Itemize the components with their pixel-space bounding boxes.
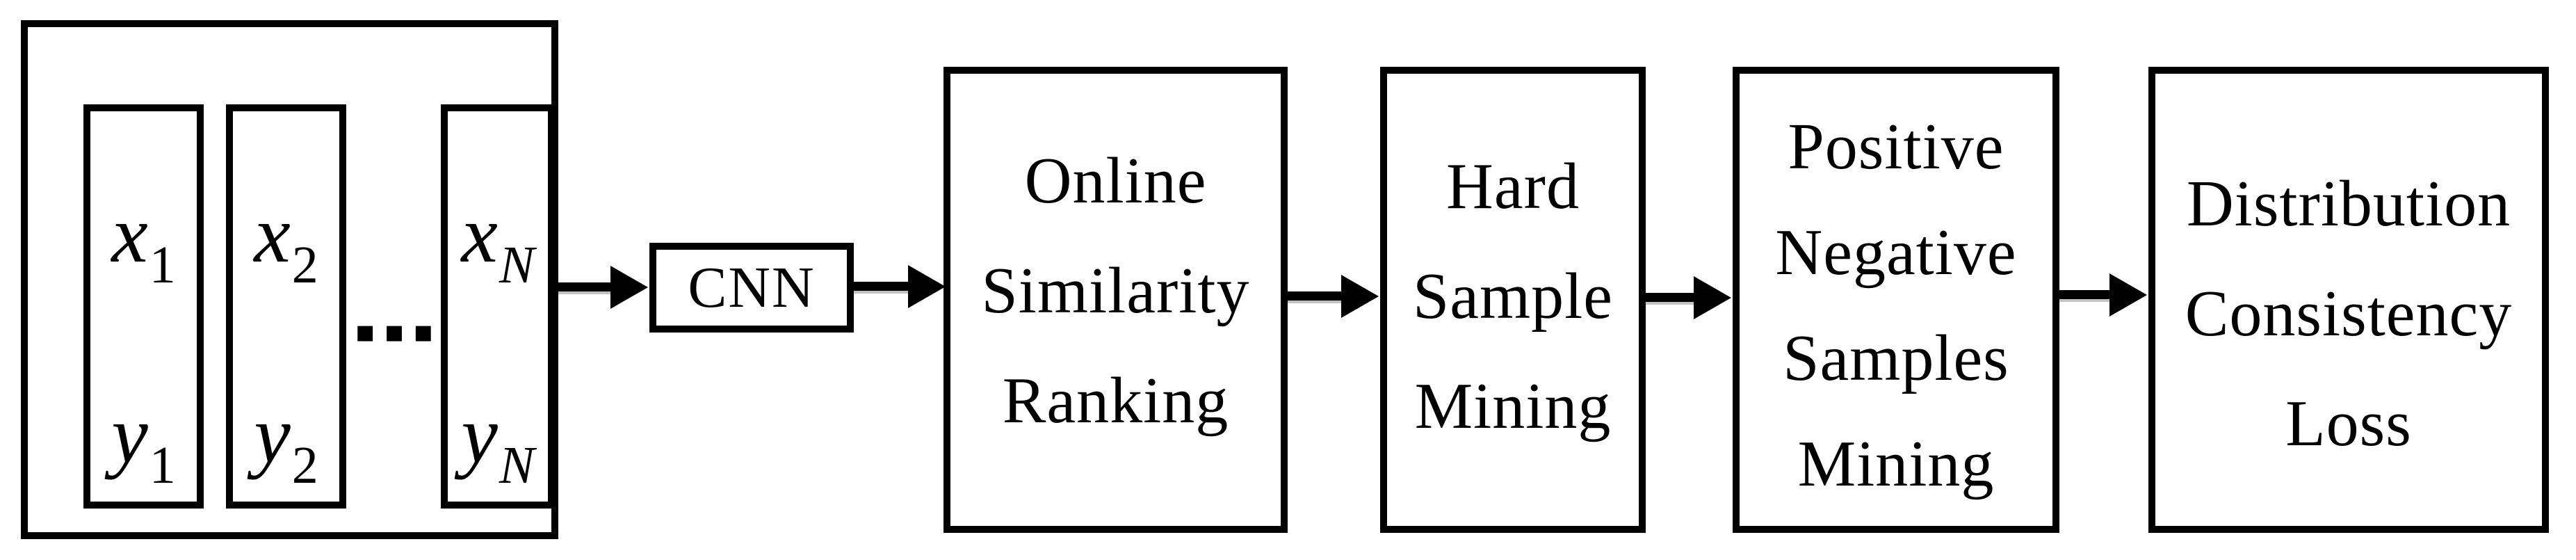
stage-label-line: Consistency [2185,278,2513,350]
stage-label-line: Negative [1775,216,2017,289]
sample-y2-label: y2 [254,394,318,495]
sample-x1-base: x [111,189,148,280]
arrow-shaft [1288,291,1344,301]
arrow-head [1694,276,1731,319]
stage-online-similarity-ranking-box: Online Similarity Ranking [943,67,1288,533]
sample-column-1: x1 y1 [83,104,204,509]
stage-positive-negative-samples-mining-box: Positive Negative Samples Mining [1733,67,2059,533]
sample-yn-subscript: N [499,436,535,495]
sample-yn-label: yN [461,394,535,495]
sample-x2-label: x2 [254,193,318,294]
arrow-shaft [1646,293,1696,302]
stage-label-line: Similarity [981,255,1250,327]
input-batch-box: x1 y1 x2 y2 ▪▪▪ xN yN [21,20,558,539]
stage-cnn-label: CNN [688,255,816,320]
arrow-shaft [2059,290,2112,299]
stage-cnn-box: CNN [649,243,854,333]
stage-label-line: Loss [2285,387,2412,460]
stage-label-line: Mining [1414,370,1612,442]
stage-label-line: Ranking [1002,365,1229,437]
stage-label-line: Positive [1788,111,2004,183]
sample-x2-subscript: 2 [291,236,318,294]
stage-label-line: Hard [1446,150,1580,223]
sample-xn-label: xN [461,193,535,294]
stage-label-line: Sample [1413,260,1613,333]
arrow-head [1341,275,1379,318]
stage-label-line: Samples [1783,322,2009,394]
arrow-shaft [854,282,911,291]
sample-x2-base: x [254,189,291,280]
stage-label-line: Distribution [2186,168,2511,240]
stage-label-line: Online [1024,145,1207,217]
sample-y2-base: y [254,389,291,480]
sample-y1-base: y [111,389,148,480]
stage-distribution-consistency-loss-box: Distribution Consistency Loss [2148,67,2549,533]
arrow-head [2109,273,2147,317]
sample-y1-label: y1 [111,394,176,495]
stage-label-line: Mining [1797,428,1995,500]
sample-x1-subscript: 1 [149,236,176,294]
ellipsis-dots: ▪▪▪ [355,314,442,349]
stage-hard-sample-mining-box: Hard Sample Mining [1380,67,1646,533]
sample-column-2: x2 y2 [226,104,346,509]
sample-yn-base: y [461,389,498,480]
arrow-head [908,265,946,308]
sample-x1-label: x1 [111,193,176,294]
sample-xn-subscript: N [499,236,535,294]
sample-y1-subscript: 1 [149,436,176,495]
sample-column-n: xN yN [441,104,555,509]
sample-y2-subscript: 2 [291,436,318,495]
sample-xn-base: x [461,189,498,280]
arrow-shaft [558,282,613,291]
arrow-head [610,266,648,309]
